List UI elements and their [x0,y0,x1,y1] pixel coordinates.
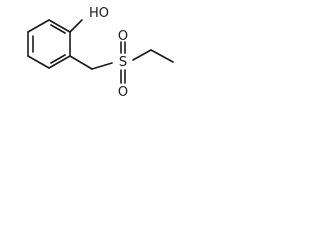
atom-label-s: S [119,55,127,70]
atom-label-oh: HO [89,6,109,21]
bond-s-ch2-ethyl [132,49,152,61]
atom-label-o-bottom: O [118,85,128,100]
ring-bond-bottom-right [48,55,71,69]
bond-ring-oh [69,19,83,33]
bond-ring-ch2 [69,55,93,70]
benzene-ring [27,19,71,69]
atom-label-o-top: O [118,29,128,44]
ring-bond-top-right [48,19,71,33]
ring-double-bond-inner-1 [50,24,66,34]
ring-double-bond-inner-2 [50,54,66,64]
bond-ethyl-ch3 [150,49,174,63]
bond-ch2-s [91,62,113,70]
structure-canvas: HO S O O [27,6,174,100]
ring-bond-top-left [27,19,50,33]
ring-bond-bottom-left [27,55,50,69]
